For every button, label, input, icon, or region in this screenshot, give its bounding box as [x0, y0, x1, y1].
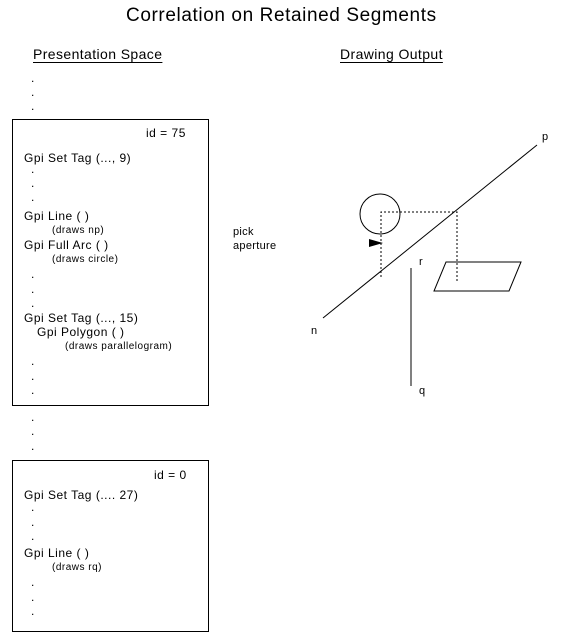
set-tag-27-call: Gpi Set Tag (.... 27) [24, 488, 139, 502]
gpi-line-call: Gpi Line ( ) [24, 209, 90, 223]
gpi-line-call: Gpi Line ( ) [24, 546, 90, 560]
ellipsis-dot: . [31, 85, 35, 99]
page-title: Correlation on Retained Segments [126, 5, 437, 26]
point-p-label: p [542, 131, 549, 143]
pick-label: pick [233, 226, 254, 238]
ellipsis-dot: . [31, 267, 35, 281]
ellipsis-dot: . [31, 369, 35, 383]
gpi-full-arc-call: Gpi Full Arc ( ) [24, 238, 109, 252]
aperture-label: aperture [233, 240, 277, 252]
ellipsis-dot: . [31, 410, 35, 424]
presentation-space-heading: Presentation Space [33, 46, 163, 62]
gpi-polygon-call: Gpi Polygon ( ) [37, 325, 125, 339]
point-r-label: r [419, 256, 423, 268]
ellipsis-dot: . [31, 176, 35, 190]
ellipsis-dot: . [31, 515, 35, 529]
ellipsis-dot: . [31, 500, 35, 514]
gpi-polygon-note: (draws parallelogram) [65, 341, 173, 352]
ellipsis-dot: . [31, 529, 35, 543]
gpi-line-note: (draws rq) [52, 562, 103, 573]
ellipsis-dot: . [31, 424, 35, 438]
ellipsis-dot: . [31, 282, 35, 296]
pick-aperture-circle [359, 193, 401, 235]
ellipsis-dot: . [31, 604, 35, 618]
segment-id-label: id = 75 [146, 126, 186, 140]
drawing-output-heading: Drawing Output [340, 46, 443, 62]
set-tag-15-call: Gpi Set Tag (..., 15) [24, 311, 139, 325]
set-tag-9-call: Gpi Set Tag (..., 9) [24, 151, 132, 165]
ellipsis-dot: . [31, 71, 35, 85]
ellipsis-dot: . [31, 99, 35, 113]
segment-id-0 [12, 460, 209, 632]
line-np [322, 144, 538, 319]
point-q-label: q [419, 385, 426, 397]
ellipsis-dot: . [31, 383, 35, 397]
gpi-full-arc-note: (draws circle) [52, 254, 119, 265]
ellipsis-dot: . [31, 190, 35, 204]
pick-pointer-arrow [369, 239, 383, 247]
point-n-label: n [311, 325, 318, 337]
aperture-dotted-guide [380, 211, 458, 281]
gpi-line-note: (draws np) [52, 225, 105, 236]
ellipsis-dot: . [31, 162, 35, 176]
segment-id-75 [12, 119, 209, 406]
ellipsis-dot: . [31, 296, 35, 310]
ellipsis-dot: . [31, 439, 35, 453]
segment-id-label: id = 0 [154, 468, 187, 482]
ellipsis-dot: . [31, 354, 35, 368]
ellipsis-dot: . [31, 575, 35, 589]
ellipsis-dot: . [31, 590, 35, 604]
parallelogram [433, 261, 522, 292]
